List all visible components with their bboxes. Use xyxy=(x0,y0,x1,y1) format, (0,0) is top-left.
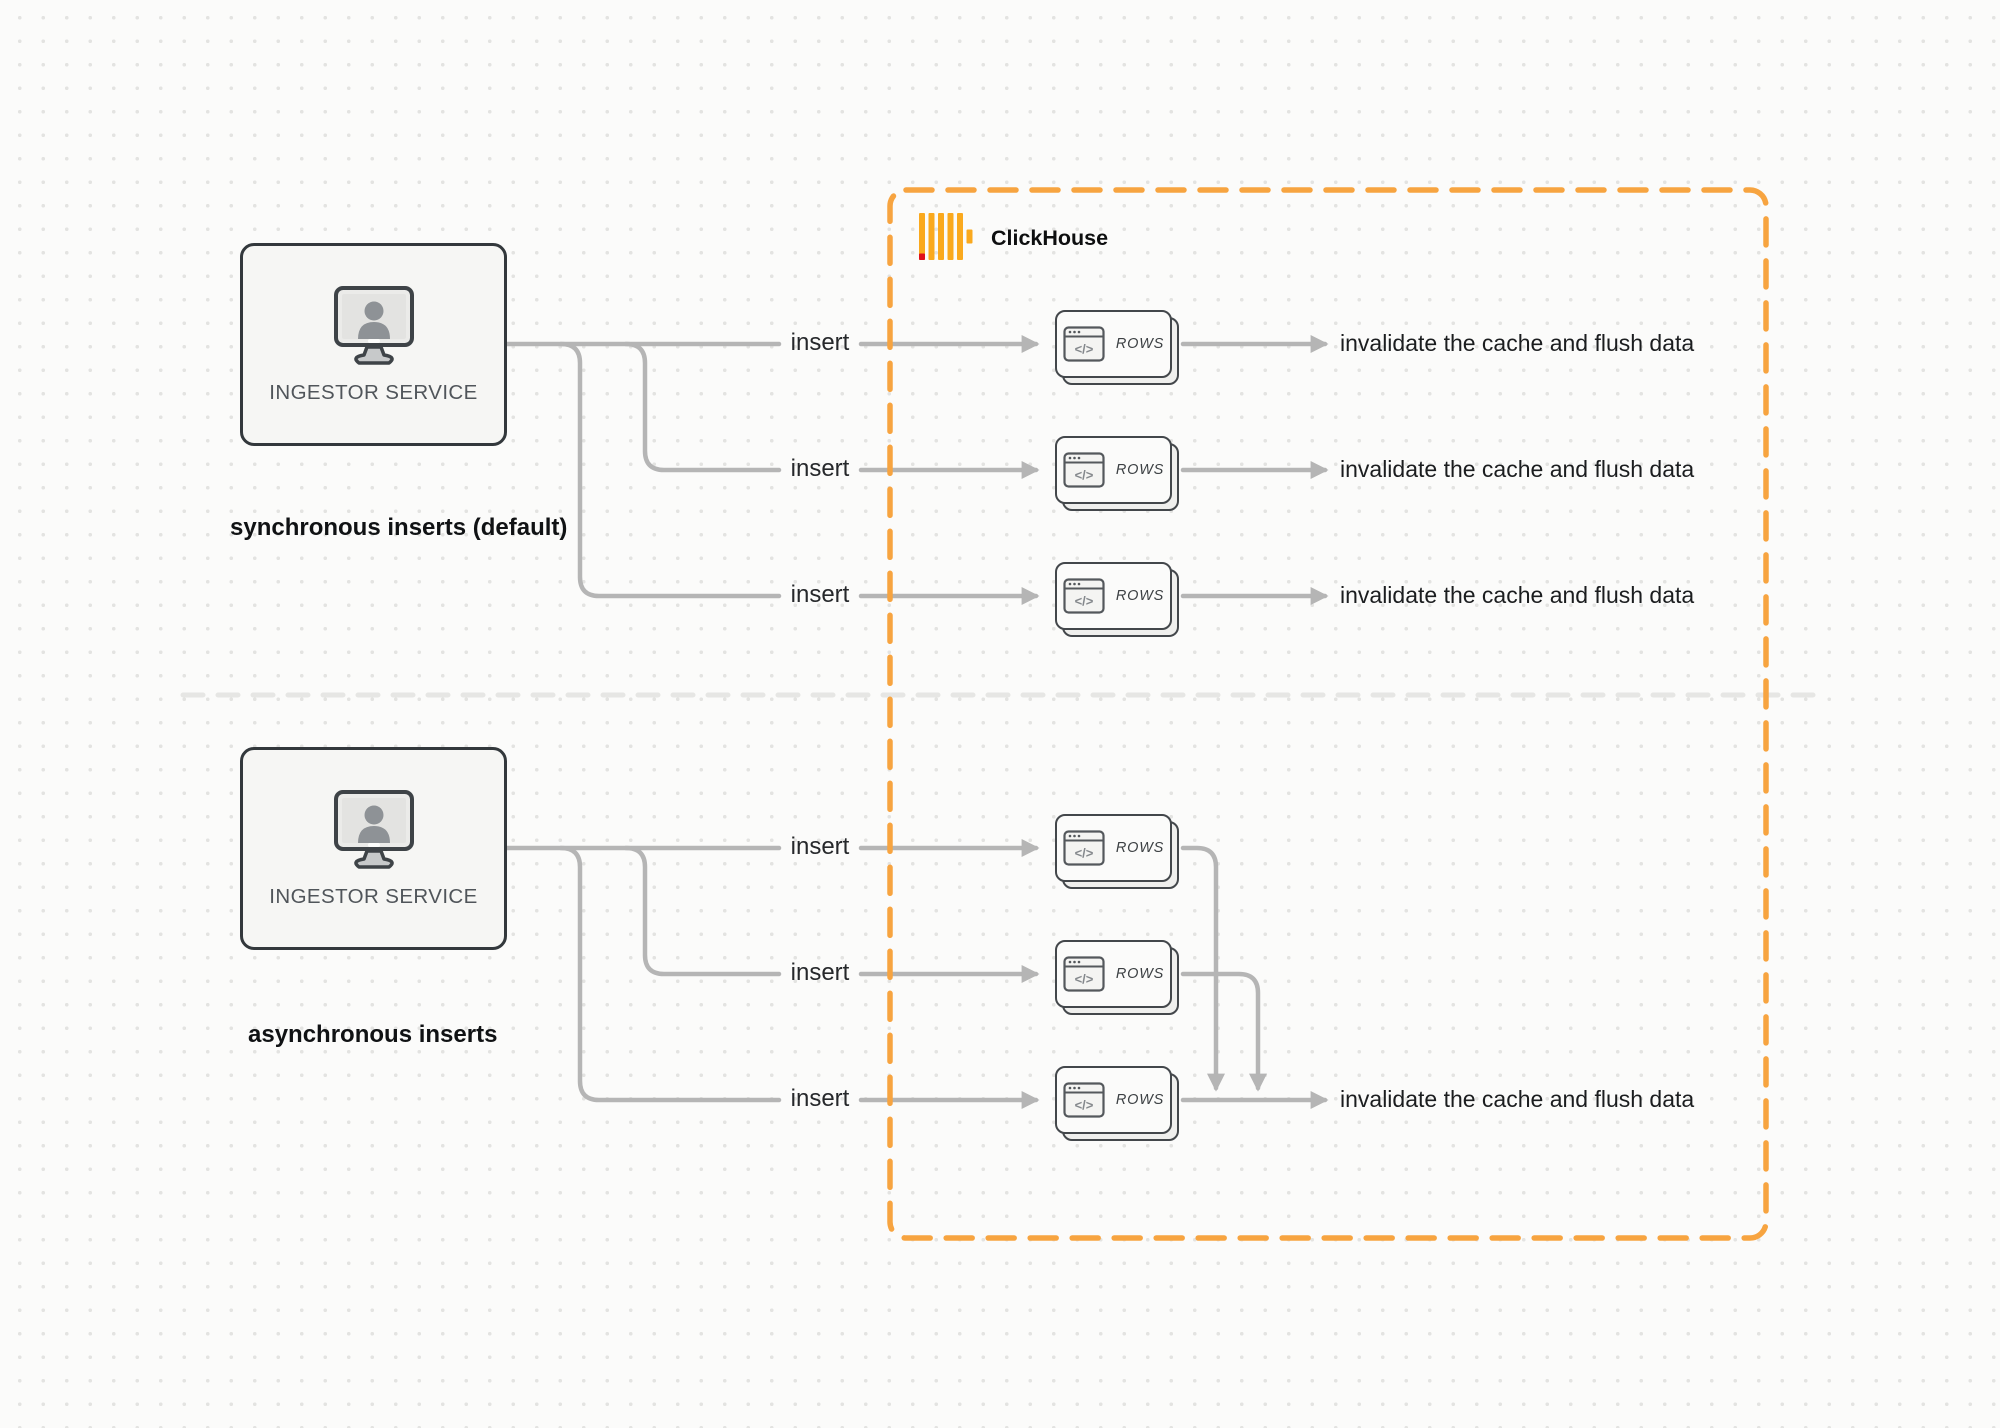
connector-async-row2-left xyxy=(623,845,782,977)
async-caption: asynchronous inserts xyxy=(248,1021,498,1048)
insert-label: insert xyxy=(790,833,850,860)
code-glyph: </> xyxy=(1074,1098,1093,1113)
clickhouse-boundary xyxy=(887,187,1769,1241)
code-glyph: </> xyxy=(1074,846,1093,861)
code-glyph: </> xyxy=(1074,342,1093,357)
rows-label: ROWS xyxy=(1115,462,1165,478)
insert-label: insert xyxy=(790,1085,850,1112)
rows-label: ROWS xyxy=(1115,588,1165,604)
insert-label: insert xyxy=(790,455,850,482)
code-window-icon: </> xyxy=(1063,956,1105,992)
rows-table-card: </> ROWS xyxy=(1055,436,1179,511)
rows-table-card: </> ROWS xyxy=(1055,1066,1179,1141)
ingestor-service-box-sync: INGESTOR SERVICE xyxy=(240,243,507,446)
code-glyph: </> xyxy=(1074,594,1093,609)
connector-sync-row2-left xyxy=(623,341,782,473)
rows-table-card: </> ROWS xyxy=(1055,310,1179,385)
result-label: invalidate the cache and flush data xyxy=(1340,456,1695,482)
connector-async-row3-left xyxy=(558,845,782,1103)
result-label: invalidate the cache and flush data xyxy=(1340,1086,1695,1112)
clickhouse-logo-icon xyxy=(919,213,973,260)
code-window-icon: </> xyxy=(1063,326,1105,362)
insert-label: insert xyxy=(790,329,850,356)
code-glyph: </> xyxy=(1074,468,1093,483)
rows-label: ROWS xyxy=(1115,966,1165,982)
rows-label: ROWS xyxy=(1115,840,1165,856)
rows-table-card: </> ROWS xyxy=(1055,562,1179,637)
rows-label: ROWS xyxy=(1115,1092,1165,1108)
rows-label: ROWS xyxy=(1115,336,1165,352)
connector-async-buffer2-down xyxy=(1180,971,1267,1092)
code-window-icon: </> xyxy=(1063,830,1105,866)
monitor-user-icon xyxy=(333,789,414,869)
code-glyph: </> xyxy=(1074,972,1093,987)
code-window-icon: </> xyxy=(1063,578,1105,614)
insert-label: insert xyxy=(790,581,850,608)
service-label: INGESTOR SERVICE xyxy=(269,884,478,908)
result-label: invalidate the cache and flush data xyxy=(1340,582,1695,608)
clickhouse-label: ClickHouse xyxy=(991,225,1109,250)
clickhouse-header: ClickHouse xyxy=(919,213,1108,263)
rows-table-card: </> ROWS xyxy=(1055,940,1179,1015)
rows-table-card: </> ROWS xyxy=(1055,814,1179,889)
insert-label: insert xyxy=(790,959,850,986)
sync-caption: synchronous inserts (default) xyxy=(230,514,568,541)
monitor-user-icon xyxy=(333,285,414,365)
result-label: invalidate the cache and flush data xyxy=(1340,330,1695,356)
service-label: INGESTOR SERVICE xyxy=(269,380,478,404)
connector-async-buffer1-down xyxy=(1180,845,1225,1092)
code-window-icon: </> xyxy=(1063,452,1105,488)
connector-sync-row3-left xyxy=(558,341,782,599)
code-window-icon: </> xyxy=(1063,1082,1105,1118)
ingestor-service-box-async: INGESTOR SERVICE xyxy=(240,747,507,950)
